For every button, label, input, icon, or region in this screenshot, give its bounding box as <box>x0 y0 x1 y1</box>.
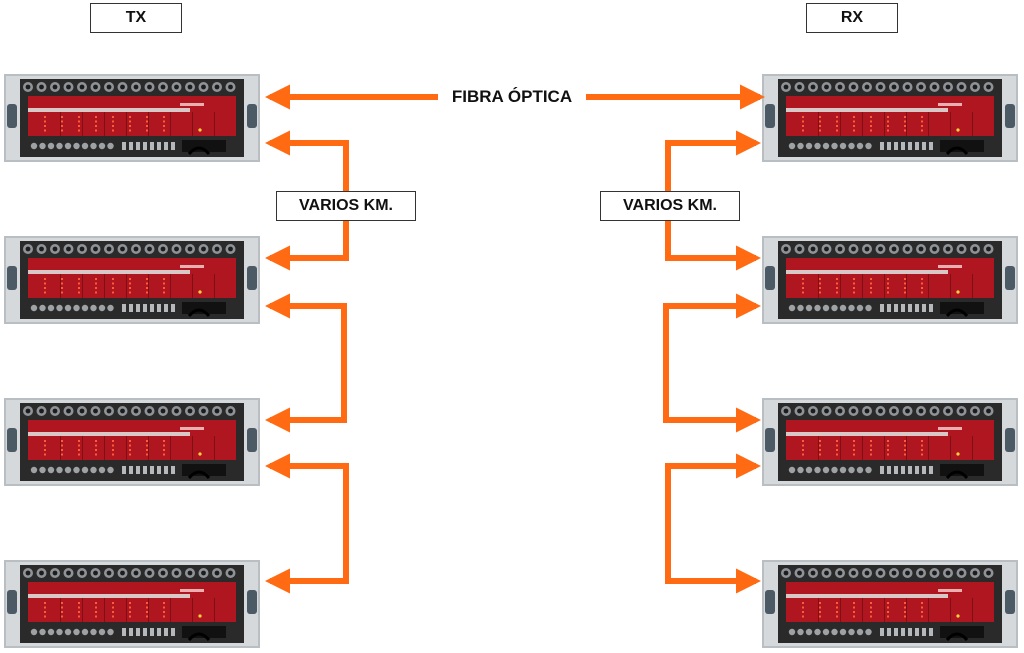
tx-unit-2-image <box>4 236 260 324</box>
tx-unit-1 <box>4 74 260 162</box>
tx-unit-2 <box>4 236 260 324</box>
rx-unit-3 <box>762 398 1018 486</box>
tx-label-box: TX <box>90 3 182 33</box>
rx-unit-1-image <box>762 74 1018 162</box>
distance-label-left: VARIOS KM. <box>299 197 393 214</box>
tx-label: TX <box>125 9 147 26</box>
tx-unit-4-image <box>4 560 260 648</box>
tx-unit-4 <box>4 560 260 648</box>
rx-unit-4-image <box>762 560 1018 648</box>
tx-link-2-3 <box>264 293 347 433</box>
rx-label: RX <box>840 9 864 26</box>
tx-unit-3-image <box>4 398 260 486</box>
rx-unit-4 <box>762 560 1018 648</box>
distance-label-right-box: VARIOS KM. <box>600 191 740 221</box>
rx-link-3-4 <box>665 453 762 594</box>
rx-unit-3-image <box>762 398 1018 486</box>
tx-unit-3 <box>4 398 260 486</box>
rx-label-box: RX <box>806 3 898 33</box>
tx-link-3-4 <box>264 453 349 594</box>
distance-label-left-box: VARIOS KM. <box>276 191 416 221</box>
rx-link-2-3 <box>663 293 762 433</box>
tx-unit-1-image <box>4 74 260 162</box>
rx-unit-2-image <box>762 236 1018 324</box>
rx-unit-2 <box>762 236 1018 324</box>
rx-unit-1 <box>762 74 1018 162</box>
fiber-optic-label: FIBRA ÓPTICA <box>438 86 586 108</box>
distance-label-right: VARIOS KM. <box>623 197 717 214</box>
